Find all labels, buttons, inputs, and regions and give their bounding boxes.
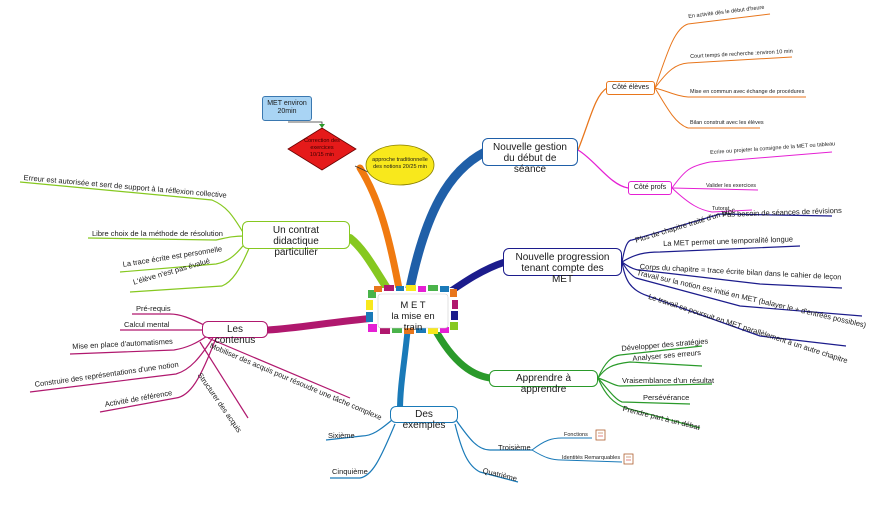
approche-line2: des notions 20/25 min bbox=[373, 164, 427, 170]
document-icon[interactable] bbox=[595, 429, 606, 441]
document-icon[interactable] bbox=[623, 453, 634, 465]
exemples-sub-identites[interactable]: Identités Remarquables bbox=[562, 455, 621, 461]
correction-line2: exercices bbox=[310, 145, 334, 151]
trunk-approche bbox=[356, 164, 404, 298]
met-duration-line2: 20min bbox=[277, 108, 297, 115]
topic-contenus[interactable]: Les contenus bbox=[202, 321, 268, 346]
topic-nouvelle-progression-line2: tenant compte des MET bbox=[521, 263, 604, 285]
exemples-item-sixieme: Sixième bbox=[328, 431, 355, 440]
topic-contrat[interactable]: Un contrat didactique particulier bbox=[242, 221, 350, 258]
apprendre-item-4: Persévérance bbox=[643, 393, 690, 402]
topic-nouvelle-progression-line1: Nouvelle progression bbox=[515, 252, 610, 263]
correction-line3: 10/15 min bbox=[309, 152, 335, 158]
central-topic[interactable]: M E T la mise en train bbox=[380, 297, 446, 333]
topic-contrat-line1: Un contrat didactique bbox=[272, 225, 320, 247]
trunk-contenus bbox=[264, 314, 380, 334]
profs-item-3: Tutorat bbox=[712, 206, 730, 212]
trunk-exemples bbox=[397, 323, 411, 413]
trunk-nouvelle-gestion bbox=[403, 147, 490, 303]
exemples-item-cinquieme: Cinquième bbox=[332, 467, 368, 476]
eleves-item-3: Mise en commun avec échange de procédure… bbox=[690, 89, 805, 95]
central-topic-line2: la mise en train bbox=[391, 311, 435, 333]
topic-nouvelle-gestion-line2: du début de séance bbox=[503, 153, 557, 175]
approche-line1: approche traditionnelle bbox=[372, 157, 428, 163]
contrat-item-2: Libre choix de la méthode de résolution bbox=[92, 229, 223, 238]
profs-item-2: Valider les exercices bbox=[706, 183, 757, 189]
correction-diamond bbox=[287, 127, 357, 171]
apprendre-item-3: Vraisemblance d'un résultat bbox=[622, 376, 715, 385]
exemples-sub-fonctions[interactable]: Fonctions bbox=[564, 432, 588, 438]
topic-contrat-line2: particulier bbox=[274, 247, 318, 258]
met-duration-line1: MET environ bbox=[267, 100, 307, 107]
approche-label: approche traditionnelle des notions 20/2… bbox=[366, 157, 434, 171]
approche-ellipse bbox=[365, 144, 435, 186]
contenus-item-2: Calcul mental bbox=[124, 320, 170, 329]
correction-line1: Correction des bbox=[304, 138, 340, 144]
topic-apprendre[interactable]: Apprendre à apprendre bbox=[489, 370, 598, 395]
contenus-item-1: Pré-requis bbox=[136, 304, 171, 313]
exemples-item-troisieme: Troisième bbox=[498, 443, 531, 452]
eleves-item-4: Bilan construit avec les élèves bbox=[690, 120, 764, 126]
subtopic-cote-eleves[interactable]: Côté élèves bbox=[606, 81, 655, 95]
topic-exemples[interactable]: Des exemples bbox=[390, 406, 458, 431]
center-decoration bbox=[366, 285, 458, 334]
correction-label: Correction des exercices 10/15 min bbox=[296, 138, 348, 159]
met-duration-box[interactable]: MET environ 20min bbox=[262, 96, 312, 121]
subtopic-cote-profs[interactable]: Côté profs bbox=[628, 181, 672, 195]
central-topic-line1: M E T bbox=[400, 300, 426, 311]
topic-nouvelle-gestion-line1: Nouvelle gestion bbox=[493, 142, 567, 153]
topic-nouvelle-progression[interactable]: Nouvelle progression tenant compte des M… bbox=[503, 248, 622, 285]
topic-nouvelle-gestion[interactable]: Nouvelle gestion du début de séance bbox=[482, 138, 578, 175]
